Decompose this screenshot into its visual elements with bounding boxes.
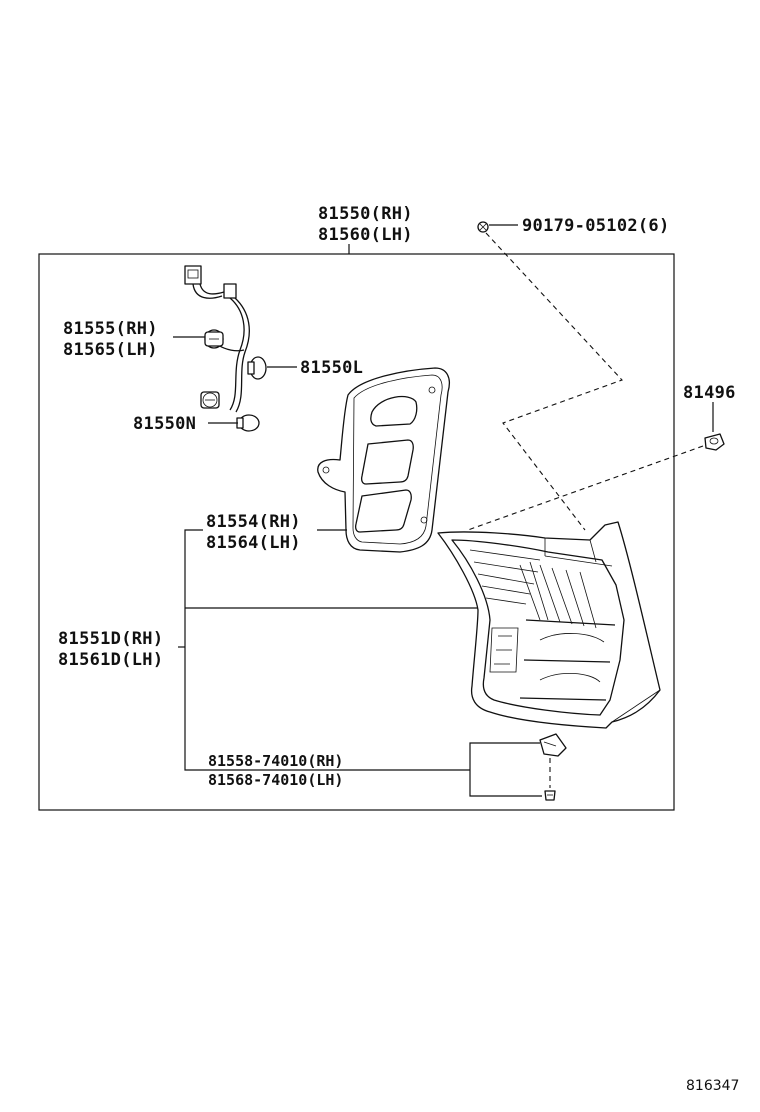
socket-upper-icon	[204, 329, 224, 349]
socket-lower-icon	[200, 391, 220, 409]
label-assy-lh: 81560(LH)	[318, 225, 413, 245]
assembly-frame	[38, 253, 675, 811]
label-screw: 90179-05102(6)	[522, 216, 670, 236]
bulb-l-icon	[247, 356, 267, 380]
label-assy-rh: 81550(RH)	[318, 204, 413, 224]
label-socket-lh: 81565(LH)	[63, 340, 158, 360]
label-bracket-rh: 81558-74010(RH)	[208, 752, 343, 770]
dash-screw	[485, 232, 623, 531]
gasket-icon	[317, 367, 450, 553]
bracket-screw-icon	[544, 790, 556, 801]
label-bulb-n: 81550N	[133, 414, 196, 434]
label-lens-rh: 81551D(RH)	[58, 629, 163, 649]
wire-harness-icon	[184, 265, 250, 413]
label-gasket-rh: 81554(RH)	[206, 512, 301, 532]
screw-icon	[477, 221, 489, 233]
label-gasket-lh: 81564(LH)	[206, 533, 301, 553]
leader-group-bracket	[184, 529, 205, 771]
tail-lamp-lens-icon	[437, 521, 661, 729]
leader-bracket	[469, 742, 542, 797]
dash-nut	[467, 445, 704, 531]
label-bulb-l: 81550L	[300, 358, 363, 378]
bulb-n-icon	[236, 414, 260, 432]
label-socket-rh: 81555(RH)	[63, 319, 158, 339]
diagram-ref-number: 816347	[686, 1078, 739, 1094]
label-bracket-lh: 81568-74010(LH)	[208, 771, 343, 789]
label-nut: 81496	[683, 383, 736, 403]
bracket-icon	[539, 733, 567, 757]
nut-icon	[704, 433, 725, 451]
label-lens-lh: 81561D(LH)	[58, 650, 163, 670]
